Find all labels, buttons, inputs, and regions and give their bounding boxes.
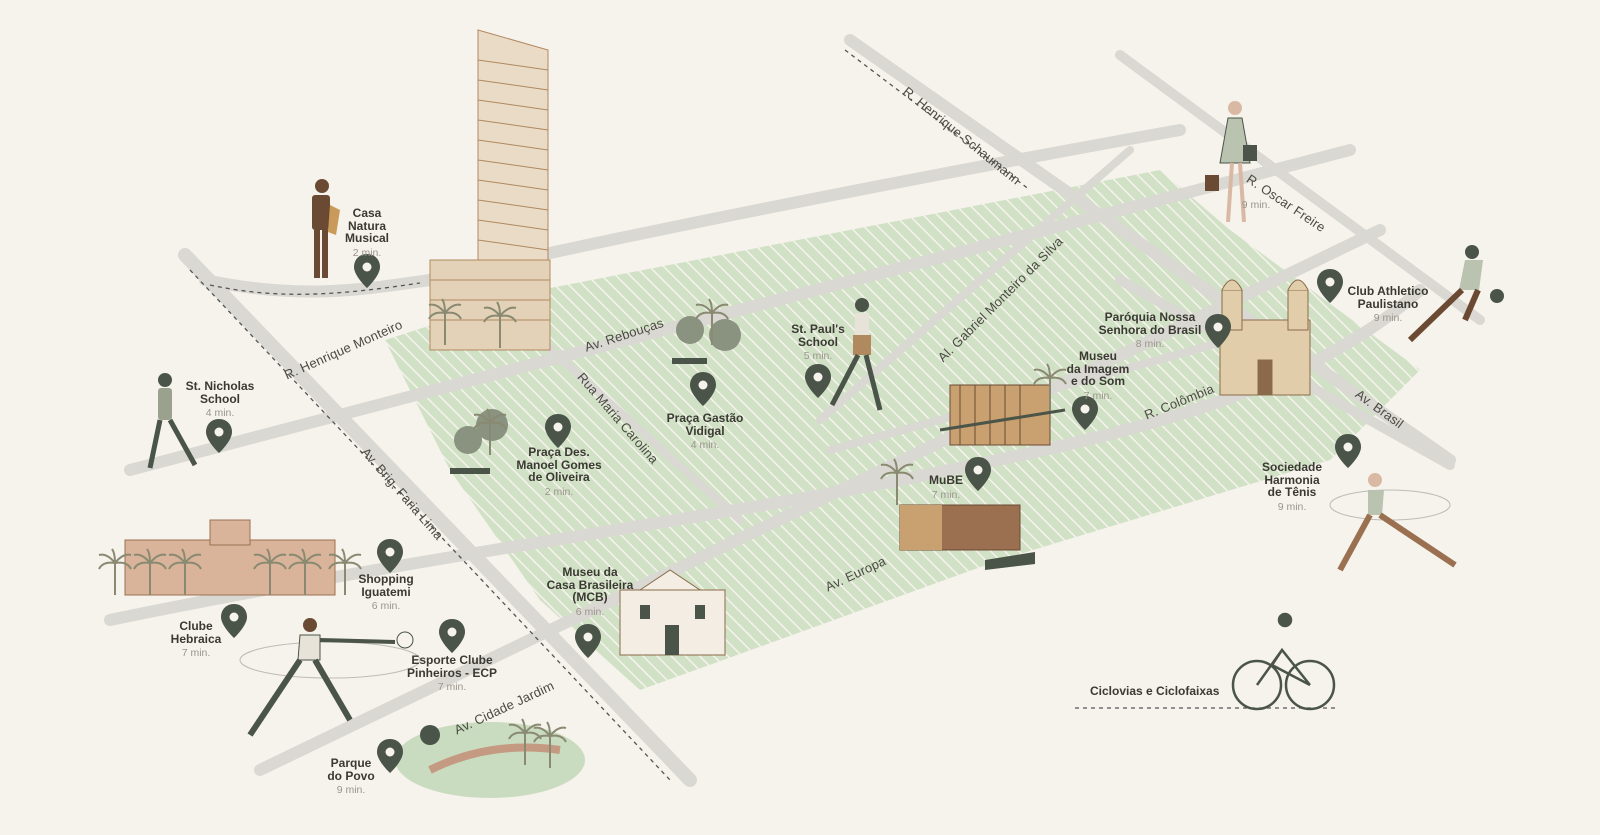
square-illustration-2 <box>672 298 741 364</box>
poi-name: Museu da Imagem e do Som <box>1066 349 1130 389</box>
poi-name: St. Nicholas School <box>185 379 255 406</box>
pin-esporte-clube-pinheiros <box>439 619 465 653</box>
pin-sociedade-harmonia <box>1335 434 1361 468</box>
poi-time: 6 min. <box>371 600 401 613</box>
poi-oscar-freire-time[interactable]: 9 min. <box>1242 197 1271 211</box>
parque-do-povo-illustration <box>395 718 585 798</box>
poi-time: 6 min. <box>575 605 605 618</box>
tennis-player-left-illustration <box>239 618 421 737</box>
poi-name: Praça Des. Manoel Gomes de Oliveira <box>516 445 602 485</box>
street-faria-lima <box>178 248 697 787</box>
street-oscar-freire <box>1115 50 1485 325</box>
poi-name: MuBE <box>929 473 963 487</box>
poi-name: St. Paul's School <box>791 322 845 349</box>
street-henrique-schaumann <box>844 34 1456 466</box>
poi-time: 9 min. <box>1373 312 1403 325</box>
walking-woman-illustration <box>829 298 883 411</box>
church-illustration <box>1219 279 1311 396</box>
square-illustration-1 <box>450 408 508 474</box>
tennis-player-right-illustration <box>1329 473 1457 572</box>
poi-time: 2 min. <box>352 246 382 259</box>
saxophonist-illustration <box>312 179 340 278</box>
poi-name: Club Athletico Paulistano <box>1347 284 1429 311</box>
residential-tower-illustration <box>428 29 551 351</box>
poi-name: Clube Hebraica <box>170 619 222 646</box>
poi-name: Shopping Iguatemi <box>358 572 414 599</box>
student-illustration-left <box>147 373 198 469</box>
poi-time: 5 min. <box>803 350 833 363</box>
pin-museu-casa-brasileira <box>575 624 601 658</box>
cycle-lanes-legend: Ciclovias e Ciclofaixas <box>1090 684 1220 698</box>
poi-museu-casa-brasileira[interactable]: Museu da Casa Brasileira (MCB)6 min. <box>547 566 634 618</box>
poi-time: 4 min. <box>690 439 720 452</box>
pin-clube-hebraica <box>221 604 247 638</box>
runner-illustration <box>1407 245 1504 343</box>
poi-time: 9 min. <box>1241 199 1271 211</box>
poi-time: 9 min. <box>1277 500 1307 513</box>
poi-name: Sociedade Harmonia de Tênis <box>1261 460 1323 500</box>
shopping-woman-illustration <box>1205 101 1257 223</box>
poi-time: 8 min. <box>1135 338 1165 351</box>
poi-time: 7 min. <box>437 681 467 694</box>
cycle-lanes <box>189 49 1335 781</box>
poi-name: Esporte Clube Pinheiros - ECP <box>406 653 498 680</box>
poi-name: Parque do Povo <box>327 756 375 783</box>
poi-time: 7 min. <box>181 647 211 660</box>
poi-name: Paróquia Nossa Senhora do Brasil <box>1098 310 1202 337</box>
shopping-iguatemi-illustration <box>98 519 362 596</box>
poi-time: 2 min. <box>544 485 574 498</box>
museum-image-sound-illustration <box>939 363 1067 446</box>
poi-time: 7 min. <box>931 488 961 501</box>
street-cidade-jardim <box>254 224 1386 776</box>
poi-name: Museu da Casa Brasileira (MCB) <box>546 565 634 605</box>
museu-casa-brasileira-illustration <box>619 569 726 656</box>
street-maria-carolina <box>536 336 744 524</box>
mube-illustration <box>880 458 1035 570</box>
poi-name: Casa Natura Musical <box>344 206 390 246</box>
poi-time: 9 min. <box>336 784 366 797</box>
cyclist-illustration <box>1231 612 1336 711</box>
poi-time: 7 min. <box>1083 389 1113 402</box>
poi-time: 4 min. <box>205 407 235 420</box>
poi-name: Praça Gastão Vidigal <box>666 411 744 438</box>
